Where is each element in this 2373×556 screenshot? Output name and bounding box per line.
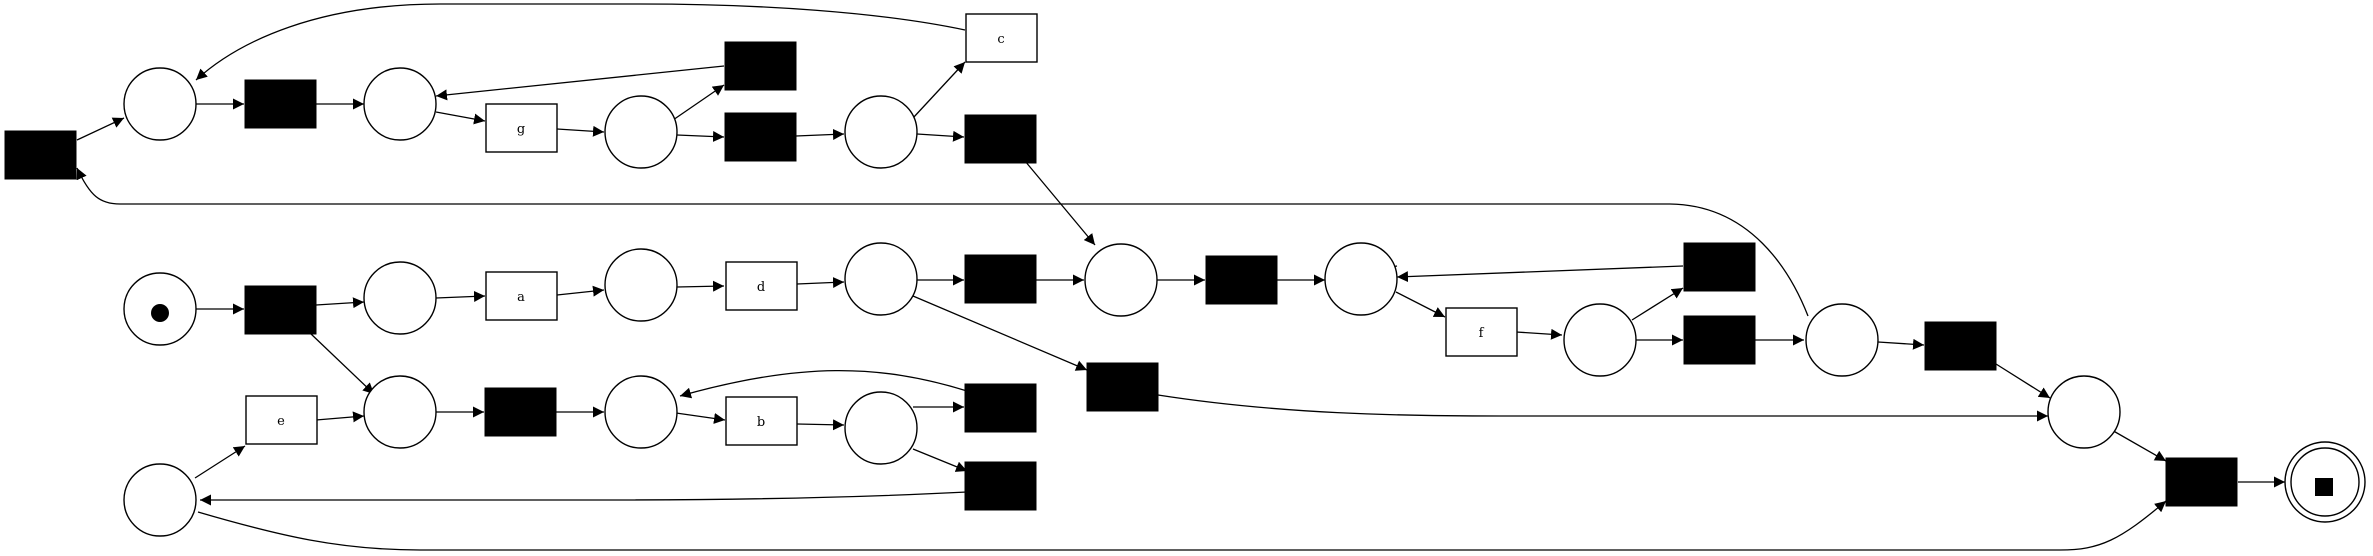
arc	[795, 128, 845, 140]
silent-transition	[244, 285, 317, 335]
transition-box	[725, 396, 798, 446]
arc	[672, 84, 725, 121]
silent-transition	[724, 112, 797, 162]
silent-transition	[4, 130, 77, 180]
arc	[1024, 160, 1096, 246]
arc	[315, 411, 365, 423]
transition-box	[485, 103, 558, 153]
arc	[435, 111, 486, 125]
silent-transition	[1924, 321, 1997, 371]
transition-c: c	[965, 13, 1038, 63]
initial-token-icon	[151, 304, 169, 322]
transition-e: e	[245, 395, 318, 445]
arc	[76, 167, 1809, 317]
transition-label-d: d	[757, 280, 765, 295]
arc	[194, 445, 246, 479]
silent-transition	[964, 254, 1037, 304]
place-circle	[1084, 243, 1158, 317]
silent-transition	[484, 387, 557, 437]
transition-label-e: e	[277, 414, 285, 429]
arc	[912, 295, 1088, 371]
silent-transition	[244, 79, 317, 129]
arc	[556, 285, 605, 297]
transition-box	[485, 271, 558, 321]
transition-box	[965, 13, 1038, 63]
transition-label-g: g	[517, 122, 525, 137]
transition-box	[725, 261, 798, 311]
transition-box	[245, 395, 318, 445]
place-circle	[123, 67, 197, 141]
silent-transition	[1086, 362, 1159, 412]
transition-d: d	[725, 261, 798, 311]
arc	[916, 130, 965, 142]
transition-a: a	[485, 271, 558, 321]
place-circle	[1324, 242, 1398, 316]
transition-label-b: b	[757, 415, 765, 430]
silent-transition	[964, 114, 1037, 164]
arc	[435, 290, 486, 302]
arc	[679, 369, 968, 399]
place-circle	[844, 95, 918, 169]
place-circle	[363, 375, 437, 449]
arc	[435, 65, 725, 101]
transition-label-c: c	[997, 32, 1004, 47]
arc	[676, 131, 725, 143]
arc	[1396, 265, 1684, 283]
place-circle	[604, 95, 678, 169]
arcs	[76, 3, 2285, 551]
transition-box	[1445, 307, 1518, 357]
arc	[676, 280, 725, 292]
arc	[1877, 338, 1925, 350]
arc	[197, 500, 2167, 551]
transition-label-f: f	[1479, 326, 1485, 341]
place-circle	[1805, 303, 1879, 377]
place-circle	[2047, 375, 2121, 449]
arc	[1157, 394, 2048, 422]
transition-f: f	[1445, 307, 1518, 357]
places	[123, 67, 2366, 537]
silent-transitions	[4, 41, 2238, 511]
silent-transition	[724, 41, 797, 91]
silent-transition	[964, 461, 1037, 511]
transition-label-a: a	[517, 290, 525, 305]
place-circle	[363, 261, 437, 335]
arc	[912, 61, 966, 119]
transition-g: g	[485, 103, 558, 153]
transition-b: b	[725, 396, 798, 446]
place-circle	[363, 67, 437, 141]
silent-transition	[964, 383, 1037, 433]
place-circle	[844, 391, 918, 465]
place-circle	[123, 463, 197, 537]
arc	[556, 125, 605, 137]
arc	[675, 412, 726, 424]
arc	[2109, 428, 2167, 462]
arc	[796, 419, 845, 431]
arc	[1395, 291, 1446, 318]
place-circle	[604, 248, 678, 322]
arc	[315, 297, 365, 309]
arc	[1631, 287, 1684, 321]
arc	[796, 276, 845, 288]
arc	[1995, 363, 2051, 399]
place-circle	[844, 242, 918, 316]
silent-transition	[1683, 315, 1756, 365]
silent-transition	[1683, 242, 1756, 292]
place-circle	[604, 375, 678, 449]
arc	[200, 491, 968, 506]
labeled-transitions: g c a d f e b	[245, 13, 1518, 446]
arc	[76, 117, 125, 141]
final-marker-icon	[2315, 478, 2333, 496]
silent-transition	[1205, 255, 1278, 305]
arc	[195, 3, 966, 81]
arc	[309, 332, 375, 395]
silent-transition	[2165, 457, 2238, 507]
arc	[912, 448, 968, 472]
arc	[1515, 328, 1563, 340]
place-circle	[1563, 303, 1637, 377]
